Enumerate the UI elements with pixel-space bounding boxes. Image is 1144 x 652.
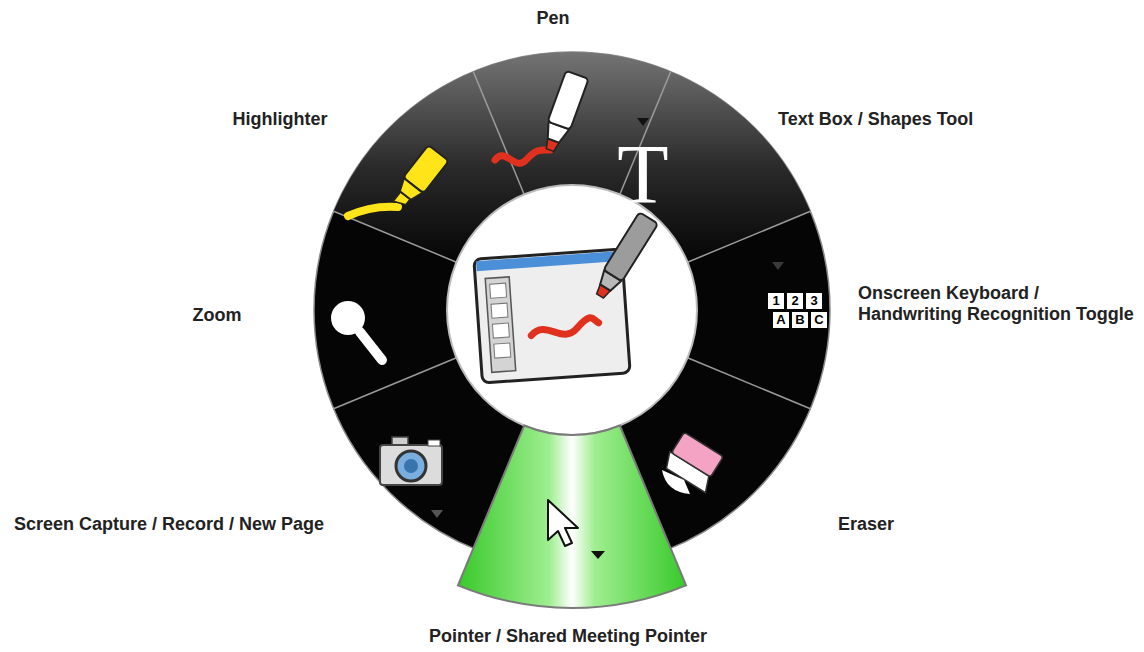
tool-label: Screen Capture / Record / New Page	[14, 514, 324, 535]
icon-glyph: T	[617, 133, 668, 217]
separator-line	[688, 211, 811, 262]
separator-line	[688, 358, 811, 409]
tool-label: Text Box / Shapes Tool	[778, 109, 973, 130]
dropdown-triangle	[637, 118, 649, 126]
pen-stroke	[495, 150, 550, 163]
separator-line	[334, 211, 457, 262]
ink-stroke	[530, 317, 599, 336]
key-cap: 2	[787, 293, 803, 309]
tool-label: Pen	[536, 8, 569, 29]
eraser-smudge	[662, 470, 690, 494]
marker-icon	[591, 212, 658, 302]
tool-label: Highlighter	[233, 109, 328, 130]
camera-lens	[396, 451, 426, 481]
tool-label: Eraser	[838, 514, 894, 535]
highlighter-body	[403, 145, 449, 193]
magnifier-handle	[360, 332, 382, 360]
pointer-arrow	[548, 500, 578, 546]
page-thumb	[490, 283, 507, 298]
eraser-block	[672, 432, 724, 477]
key-cap: C	[811, 312, 827, 328]
separator-line	[334, 358, 457, 409]
pen-body	[548, 71, 589, 130]
tool-label: Onscreen Keyboard / Handwriting Recognit…	[858, 283, 1141, 325]
highlighter-stroke	[348, 207, 398, 216]
separator-line	[473, 72, 524, 195]
pen-icon	[539, 71, 589, 154]
key-cap: 1	[768, 293, 784, 309]
pointer-segment	[458, 426, 686, 608]
camera-icon	[380, 437, 442, 485]
window-title-bar	[476, 251, 620, 271]
page-thumb	[494, 343, 511, 358]
tool-label: Zoom	[193, 305, 242, 326]
tool-label: Pointer / Shared Meeting Pointer	[429, 626, 707, 647]
dropdown-triangle	[772, 262, 784, 270]
key-cap: B	[792, 312, 808, 328]
dropdown-triangle	[591, 551, 605, 559]
magnifier-lens	[331, 301, 365, 335]
marker-body	[603, 212, 658, 281]
highlighter-icon	[388, 145, 449, 213]
window-sidebar	[485, 277, 515, 372]
key-cap: 3	[806, 293, 822, 309]
camera-lens-inner	[404, 459, 418, 473]
center-hub	[447, 185, 697, 435]
page-thumb	[491, 303, 508, 318]
page-thumb	[492, 323, 509, 338]
camera-flash	[428, 440, 440, 446]
key-cap: A	[773, 312, 789, 328]
zoom-icon	[331, 301, 382, 360]
camera-body	[380, 445, 442, 485]
dropdown-triangle	[431, 510, 443, 518]
